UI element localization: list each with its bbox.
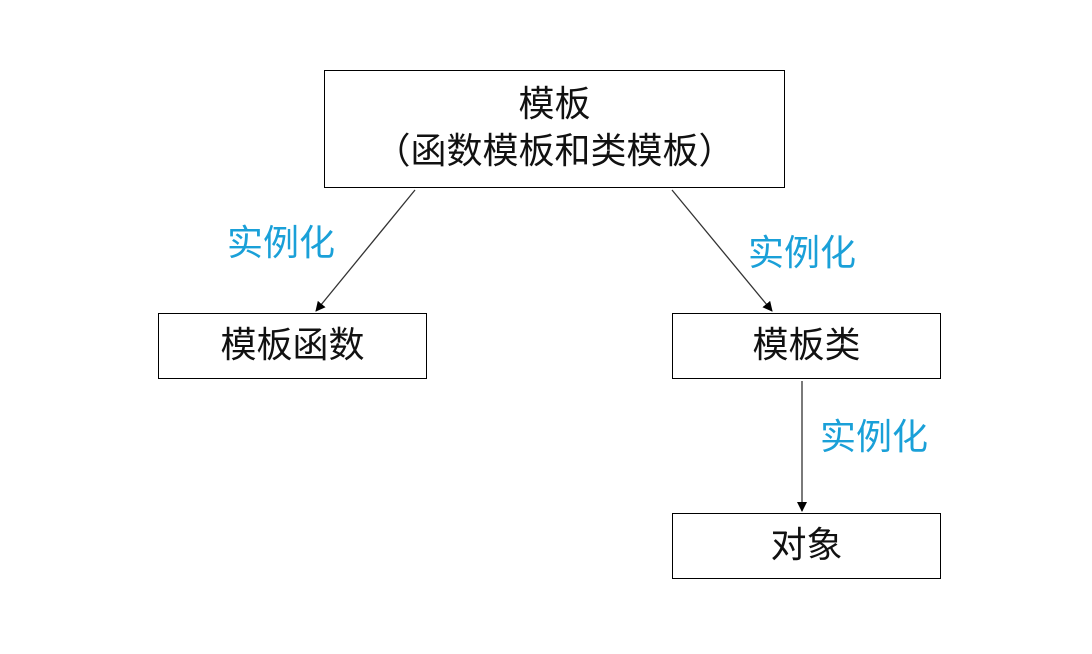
edge-label-instantiate-function: 实例化 [227, 223, 336, 264]
edge-root-to-class-template [671, 189, 773, 312]
node-object-label: 对象 [770, 524, 843, 566]
node-template-title: 模板 [518, 84, 591, 126]
node-template-class: 模板类 [672, 313, 941, 379]
node-template-function: 模板函数 [158, 313, 427, 379]
node-object: 对象 [672, 513, 941, 579]
edge-label-instantiate-class: 实例化 [748, 233, 857, 274]
node-template: 模板 （函数模板和类模板） [324, 70, 785, 188]
edge-root-to-function-template [315, 189, 416, 312]
edge-label-instantiate-object: 实例化 [820, 417, 929, 458]
node-template-class-label: 模板类 [752, 324, 861, 366]
node-template-subtitle: （函数模板和类模板） [374, 131, 735, 172]
node-template-function-label: 模板函数 [220, 324, 365, 366]
